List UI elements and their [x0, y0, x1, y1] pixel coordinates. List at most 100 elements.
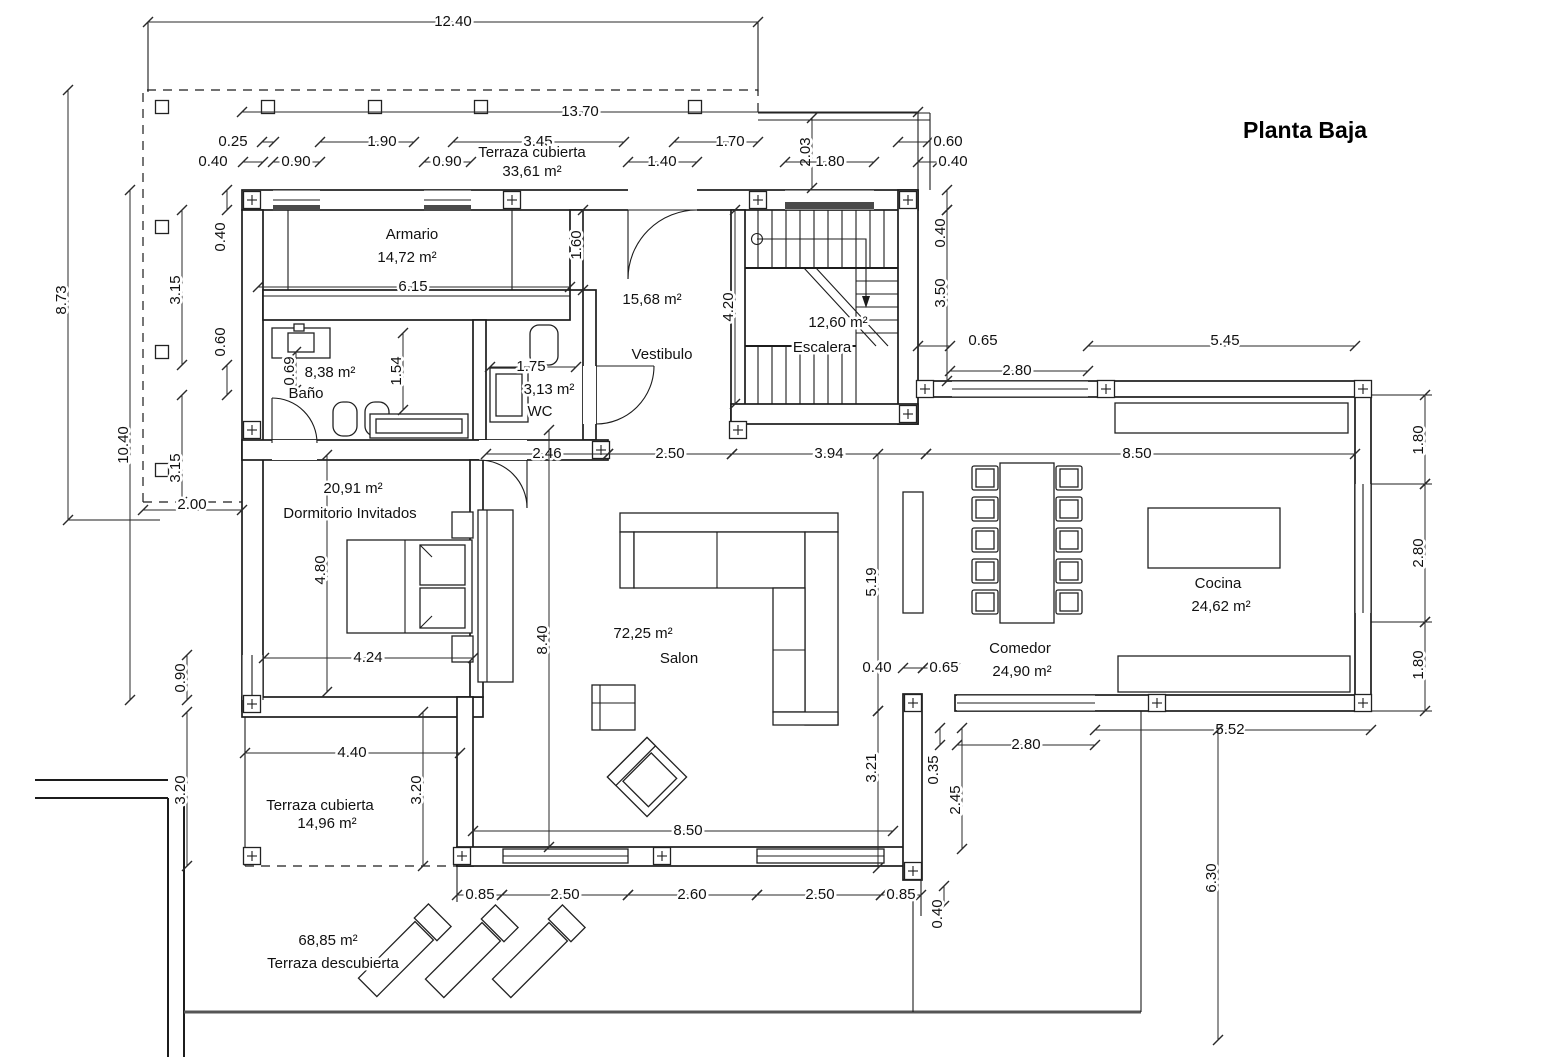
stairs-group — [745, 210, 898, 404]
dimension-13.70: 13.70 — [236, 100, 924, 122]
pillar — [1147, 693, 1167, 713]
dim-label: 6.15 — [398, 278, 427, 295]
dim-label: 0.85 — [465, 886, 494, 903]
dim-label: 0.65 — [929, 659, 958, 676]
dim-label: 3.45 — [523, 133, 552, 150]
closet-band — [262, 289, 571, 321]
room-area: 15,68 m² — [622, 291, 681, 308]
dim-label: 4.20 — [720, 292, 737, 321]
nightstand — [451, 635, 474, 663]
dimension-1.54: 1.54 — [385, 327, 409, 416]
room-name: WC — [528, 403, 553, 420]
dining-chair — [971, 465, 999, 491]
dimension-2.00: 2.00 — [137, 493, 248, 516]
bathtub — [369, 413, 469, 439]
dim-label: 1.54 — [388, 356, 405, 385]
dim-label: 0.40 — [929, 899, 946, 928]
dimension-0.40: 0.40 — [912, 150, 970, 172]
room-area: 20,91 m² — [323, 480, 382, 497]
dim-label: 1.80 — [1410, 425, 1427, 454]
walls-group — [241, 189, 1372, 881]
dim-label: 0.40 — [932, 218, 949, 247]
dimension-2.80: 2.80 — [951, 733, 1101, 755]
pillar — [652, 846, 672, 866]
dim-label: 0.40 — [862, 659, 891, 676]
dimension-1.80: 1.80 — [1407, 616, 1431, 717]
dimension-0.90: 0.90 — [169, 649, 193, 706]
dimension-6.15: 6.15 — [252, 275, 576, 297]
dim-label: 0.40 — [198, 153, 227, 170]
wc-shower — [489, 367, 529, 423]
dimension-0.25: 0.25 — [216, 130, 280, 152]
dimension-4.40: 4.40 — [239, 741, 466, 763]
dim-label: 3.15 — [167, 275, 184, 304]
room-label-group: WC 3,13 m² — [521, 378, 577, 422]
window-cocina-north — [952, 380, 1088, 398]
furniture-group — [271, 210, 1351, 818]
room-name: Dormitorio Invitados — [283, 505, 416, 522]
room-name: Armario — [386, 226, 439, 243]
windows-group — [241, 189, 1372, 864]
dim-label: 2.80 — [1410, 538, 1427, 567]
dim-label: 0.60 — [212, 327, 229, 356]
dimension-0.35: 0.35 — [922, 722, 946, 787]
dim-label: 8.40 — [534, 625, 551, 654]
room-name: Terraza cubierta — [478, 144, 586, 161]
room-name: Terraza cubierta — [266, 797, 374, 814]
pillar — [1353, 693, 1373, 713]
room-area: 33,61 m² — [502, 163, 561, 180]
dimension-10.40: 10.40 — [112, 184, 136, 706]
dining-table — [999, 462, 1055, 624]
dimension-2.45: 2.45 — [944, 722, 968, 855]
room-name: Escalera — [793, 339, 852, 356]
window-dorm-west — [241, 655, 264, 700]
extension-lines — [68, 22, 1432, 916]
dimension-0.60: 0.60 — [892, 130, 965, 152]
room-area: 3,13 m² — [524, 381, 575, 398]
dining-chair — [971, 527, 999, 553]
dim-label: 0.90 — [432, 153, 461, 170]
dim-label: 0.60 — [933, 133, 962, 150]
dim-label: 2.80 — [1002, 362, 1031, 379]
room-name: Terraza descubierta — [267, 955, 399, 972]
dim-label: 0.35 — [925, 755, 942, 784]
room-area: 24,62 m² — [1191, 598, 1250, 615]
dimension-0.90: 0.90 — [267, 150, 326, 172]
dimension-0.65: 0.65 — [912, 329, 1000, 352]
armchair — [606, 736, 688, 818]
dimension-8.73: 8.73 — [50, 84, 74, 526]
sideboard — [902, 491, 924, 614]
dimension-2.50: 2.50 — [496, 883, 634, 905]
page-title: Planta Baja — [1243, 117, 1367, 143]
dim-label: 1.80 — [1410, 650, 1427, 679]
porch-post — [367, 99, 383, 115]
pillar — [242, 420, 262, 440]
dimension-1.40: 1.40 — [622, 150, 703, 172]
pillar — [915, 379, 935, 399]
porch-post — [687, 99, 703, 115]
porch-post — [473, 99, 489, 115]
dimension-4.80: 4.80 — [309, 449, 333, 698]
dimension-3.15: 3.15 — [164, 204, 188, 371]
dim-label: 5.52 — [1215, 721, 1244, 738]
window-salon-south-1 — [502, 848, 629, 864]
dim-label: 4.24 — [353, 649, 382, 666]
dim-label: 2.50 — [550, 886, 579, 903]
room-label-group: Terraza cubierta 33,61 m² — [476, 141, 589, 182]
dorm-door — [478, 459, 528, 509]
dim-label: 2.80 — [1011, 736, 1040, 753]
dim-label: 0.40 — [212, 222, 229, 251]
kitchen-counter-top — [1114, 402, 1349, 434]
dim-label: 2.50 — [655, 445, 684, 462]
dim-label: 0.90 — [172, 663, 189, 692]
porch-post — [154, 99, 170, 115]
dimension-2.03: 2.03 — [794, 112, 818, 194]
dim-label: 13.70 — [561, 103, 599, 120]
dimension-1.80: 1.80 — [779, 150, 880, 172]
dim-label: 0.90 — [281, 153, 310, 170]
dining-chair — [1055, 589, 1083, 615]
